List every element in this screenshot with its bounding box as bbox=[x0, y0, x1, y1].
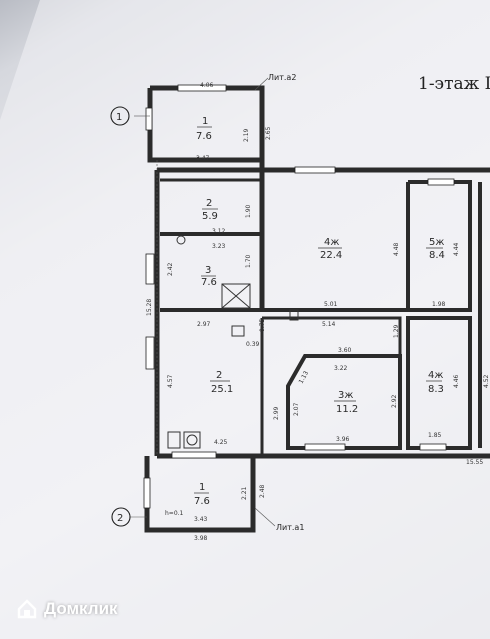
room-3zh: 3ж 11.2 bbox=[334, 390, 358, 415]
domclick-watermark: Домклик bbox=[16, 598, 118, 620]
dim: 0.75 bbox=[259, 318, 266, 332]
dim: 2.21 bbox=[241, 486, 248, 500]
dim: 3.43 bbox=[194, 516, 208, 523]
room-4zh-small: 4ж 8.3 bbox=[426, 370, 444, 395]
dim: 4.57 bbox=[167, 374, 174, 388]
room-5zh: 5ж 8.4 bbox=[426, 237, 445, 261]
dim: 3.98 bbox=[194, 535, 208, 542]
dim: 5.01 bbox=[324, 301, 338, 308]
room-4zh: 4ж 22.4 bbox=[318, 237, 342, 261]
dim: 2.92 bbox=[391, 394, 398, 408]
axis-marker-2: 2 bbox=[111, 507, 131, 527]
room-1-bottom: 1 7.6 bbox=[194, 482, 210, 507]
dim: 1.90 bbox=[245, 204, 252, 218]
marker-label-2: 2 bbox=[117, 513, 123, 524]
dim: 4.48 bbox=[393, 242, 400, 256]
dim: 3.12 bbox=[212, 228, 226, 235]
dim: 2.48 bbox=[259, 484, 266, 498]
room-area: 5.9 bbox=[202, 211, 218, 222]
room-number: 1 bbox=[202, 116, 208, 127]
dim: 2.97 bbox=[197, 321, 211, 328]
dim: 1.85 bbox=[428, 432, 442, 439]
room-2-hall: 2 25.1 bbox=[210, 370, 233, 395]
dim: 2.99 bbox=[273, 406, 280, 420]
floor-title: 1-этаж I bbox=[418, 74, 490, 94]
dim: 3.60 bbox=[338, 347, 352, 354]
dim: 2.65 bbox=[265, 126, 272, 140]
dim: 4.46 bbox=[453, 374, 460, 388]
litera-a2: Лит.а2 bbox=[268, 73, 296, 82]
room-area: 25.1 bbox=[211, 384, 233, 395]
room-number: 2 bbox=[216, 370, 222, 381]
room-number: 1 bbox=[199, 482, 205, 493]
room-2: 2 5.9 bbox=[202, 198, 218, 222]
dim: 15.28 bbox=[146, 299, 153, 316]
room-number: 5ж bbox=[429, 237, 444, 248]
dim: 4.44 bbox=[453, 242, 460, 256]
dim: 3.23 bbox=[212, 243, 226, 250]
dim: 1.70 bbox=[245, 254, 252, 268]
watermark-text: Домклик bbox=[44, 599, 118, 618]
floor-title-suffix: I bbox=[484, 74, 490, 94]
axis-marker-1: 1 bbox=[110, 106, 130, 126]
room-area: 7.6 bbox=[201, 277, 217, 288]
room-area: 7.6 bbox=[196, 131, 212, 142]
marker-label-1: 1 bbox=[116, 112, 122, 123]
litera-a1: Лит.а1 bbox=[276, 523, 304, 532]
dim: 3.22 bbox=[334, 365, 348, 372]
dim: 3.96 bbox=[336, 436, 350, 443]
room-number: 3 bbox=[205, 265, 211, 276]
room-number: 3ж bbox=[338, 390, 353, 401]
dim: 5.14 bbox=[322, 321, 336, 328]
dim: 0.39 bbox=[246, 341, 260, 348]
floor-title-text: 1-этаж bbox=[418, 74, 480, 94]
windows bbox=[143, 84, 455, 509]
room-number: 2 bbox=[206, 198, 212, 209]
dim: 4.52 bbox=[483, 374, 490, 388]
dim: 2.19 bbox=[243, 128, 250, 142]
room-area: 11.2 bbox=[336, 404, 358, 415]
room-area: 8.3 bbox=[428, 384, 444, 395]
room-1-top: 1 7.6 bbox=[196, 116, 212, 142]
dim: 3.47 bbox=[196, 155, 210, 162]
room-area: 7.6 bbox=[194, 496, 210, 507]
dim: 4.06 bbox=[200, 82, 214, 89]
room-area: 22.4 bbox=[320, 250, 342, 261]
fixtures bbox=[167, 235, 299, 449]
dim: 2.07 bbox=[293, 402, 300, 416]
dim: 1.29 bbox=[393, 324, 400, 338]
leader-lines bbox=[130, 77, 276, 527]
room-area: 8.4 bbox=[429, 250, 445, 261]
dim: 4.25 bbox=[214, 439, 228, 446]
house-logo-icon bbox=[17, 599, 37, 619]
dim: 1.98 bbox=[432, 301, 446, 308]
dim: 15.55 bbox=[466, 459, 483, 466]
room-number: 4ж bbox=[324, 237, 339, 248]
dimension-labels: 4.06 2.19 2.65 3.47 1.90 3.12 3.23 1.70 … bbox=[146, 82, 490, 542]
dim: 2.42 bbox=[167, 262, 174, 276]
room-3: 3 7.6 bbox=[201, 265, 217, 288]
room-number: 4ж bbox=[428, 370, 443, 381]
dim: h=0.1 bbox=[165, 510, 184, 517]
